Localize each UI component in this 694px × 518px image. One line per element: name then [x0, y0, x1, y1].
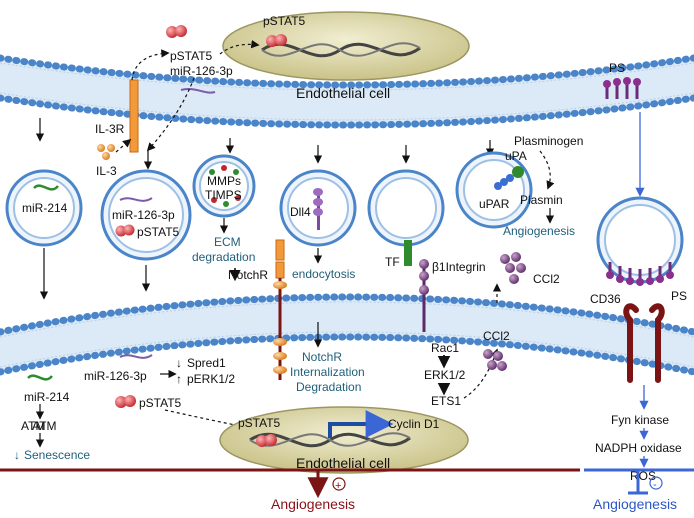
- label-ets1: ETS1: [431, 394, 461, 408]
- label-ccl2-bottom: CCl2: [483, 329, 510, 343]
- label-notchr-int-3: Degradation: [296, 380, 361, 394]
- vesicle-mir214: [5, 169, 83, 247]
- ccl2-top-icon: [500, 252, 526, 284]
- label-dll4: Dll4: [290, 205, 311, 219]
- ps-top-icon: [603, 77, 641, 99]
- label-rac1: Rac1: [431, 341, 459, 355]
- label-mir126-vesicle: miR-126-3p: [112, 208, 175, 222]
- il3r-receptor-icon: [129, 79, 139, 153]
- label-ps-right: PS: [671, 289, 687, 303]
- label-endothelial-top: Endothelial cell: [296, 85, 390, 101]
- label-minus: -: [653, 479, 657, 491]
- label-mir214-vesicle: miR-214: [22, 201, 68, 215]
- label-endocytosis: endocytosis: [292, 267, 355, 281]
- vesicle-dll4: [279, 169, 357, 247]
- label-pstat5-top: pSTAT5: [170, 49, 213, 63]
- label-atm: ATM: [21, 419, 45, 433]
- bottom-membrane: [0, 293, 694, 376]
- label-upar: uPAR: [479, 197, 510, 211]
- bottom-nucleus: [219, 406, 469, 474]
- label-plus: +: [335, 480, 341, 492]
- label-ccl2-top: CCl2: [533, 272, 560, 286]
- label-erk12: ERK1/2: [424, 368, 466, 382]
- label-mir126-top: miR-126-3p: [170, 64, 233, 78]
- label-timps: TIMPS: [205, 188, 242, 202]
- label-cyclin-d1: Cyclin D1: [388, 417, 440, 431]
- vesicle-ps: [596, 196, 684, 286]
- label-fyn-kinase: Fyn kinase: [611, 413, 669, 427]
- label-angiogenesis-minus: Angiogenesis: [593, 496, 677, 512]
- pstat5-icon: [166, 26, 178, 38]
- cd36-receptor-icon: [623, 303, 665, 383]
- label-ecm-1: ECM: [214, 235, 241, 249]
- label-plasmin: Plasmin: [520, 193, 563, 207]
- notchr-receptor-icon: [273, 239, 287, 380]
- vesicle-tf: [367, 169, 445, 247]
- label-il3r: IL-3R: [95, 122, 125, 136]
- label-upa: uPA: [505, 149, 527, 163]
- top-nucleus: [222, 11, 470, 81]
- pstat5-dimer-icon: [266, 35, 278, 47]
- label-mmps: MMPs: [207, 174, 241, 188]
- plus-icon: [332, 477, 346, 491]
- label-notchr-int-1: NotchR: [302, 350, 342, 364]
- label-plasminogen: Plasminogen: [514, 134, 583, 148]
- minus-icon: [649, 476, 663, 490]
- label-ecm-2: degradation: [192, 250, 255, 264]
- label-pstat5-top-nucleus: pSTAT5: [263, 14, 306, 28]
- label-endothelial-bottom: Endothelial cell: [296, 455, 390, 471]
- integrin-icon: [419, 259, 429, 332]
- label-atm-text: ATM: [32, 419, 56, 433]
- label-nadph-oxidase: NADPH oxidase: [595, 441, 682, 455]
- label-mir214-bottom: miR-214: [24, 390, 70, 404]
- label-integrin: β1Integrin: [432, 260, 486, 274]
- senescence-arrow-icon: ↓: [14, 448, 20, 462]
- label-pstat5-vesicle: pSTAT5: [137, 225, 180, 239]
- label-pstat5-nucleus-bottom: pSTAT5: [238, 416, 281, 430]
- label-notchr-int-2: Internalization: [290, 365, 365, 379]
- perk-up-icon: ↑: [176, 372, 182, 386]
- label-cd36: CD36: [590, 292, 621, 306]
- tf-icon: [404, 240, 412, 266]
- label-spred1: Spred1: [187, 356, 226, 370]
- label-il3: IL-3: [96, 164, 117, 178]
- spred1-down-icon: ↓: [176, 356, 182, 370]
- il3-ligand-icon: [97, 144, 105, 152]
- label-tf: TF: [385, 255, 400, 269]
- label-pstat5-bottom: pSTAT5: [139, 396, 182, 410]
- label-senescence: Senescence: [24, 448, 90, 462]
- vesicle-upar: [455, 151, 533, 229]
- ccl2-bottom-icon: [483, 349, 507, 371]
- label-ps-top: PS: [609, 61, 625, 75]
- vesicle-mmps: [192, 154, 256, 218]
- label-angiogenesis-upar: Angiogenesis: [503, 224, 575, 238]
- top-membrane: [0, 54, 694, 129]
- label-notchr: NotchR: [228, 268, 268, 282]
- label-perk12: pERK1/2: [187, 372, 235, 386]
- label-angiogenesis-plus: Angiogenesis: [271, 496, 355, 512]
- label-mir126-bottom: miR-126-3p: [84, 369, 147, 383]
